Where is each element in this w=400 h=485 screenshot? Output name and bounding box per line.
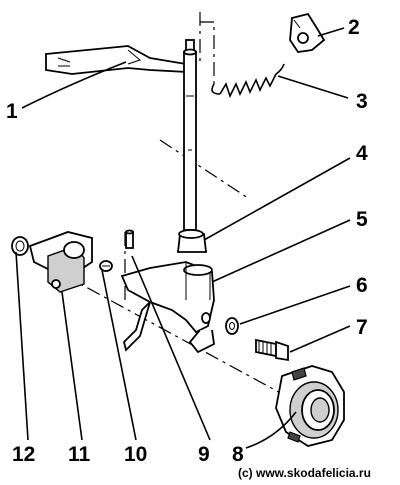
release-shaft <box>183 39 197 231</box>
callout-9: 9 <box>198 443 210 466</box>
callout-6: 6 <box>356 274 368 297</box>
callout-4: 4 <box>356 142 368 165</box>
bolt-part-7 <box>255 338 289 362</box>
release-fork-part-5 <box>120 261 215 354</box>
callout-8: 8 <box>232 443 244 466</box>
callout-7: 7 <box>356 316 368 339</box>
callout-labels: 1 2 3 4 5 6 7 8 9 10 11 12 <box>6 16 368 466</box>
callout-3: 3 <box>356 90 368 113</box>
seal-ring-part-12 <box>11 236 29 256</box>
screw-part-10 <box>99 260 113 272</box>
callout-10: 10 <box>124 443 147 466</box>
site-credit: (c) www.skodafelicia.ru <box>238 466 371 480</box>
return-spring-part-3 <box>211 63 285 99</box>
callout-1: 1 <box>6 100 18 123</box>
release-lever-part-1 <box>45 45 190 75</box>
callout-2: 2 <box>348 16 360 39</box>
callout-12: 12 <box>12 443 35 466</box>
leader-lines <box>15 27 351 449</box>
washer-part-6 <box>225 317 239 335</box>
callout-11: 11 <box>68 443 91 466</box>
guide-sleeve-part-11 <box>28 231 93 293</box>
spring-bracket-part-2 <box>289 12 326 53</box>
callout-5: 5 <box>356 208 368 231</box>
pin-part-9 <box>125 229 134 249</box>
release-bearing-part-8 <box>275 365 345 447</box>
bushing-part-4 <box>176 229 208 253</box>
